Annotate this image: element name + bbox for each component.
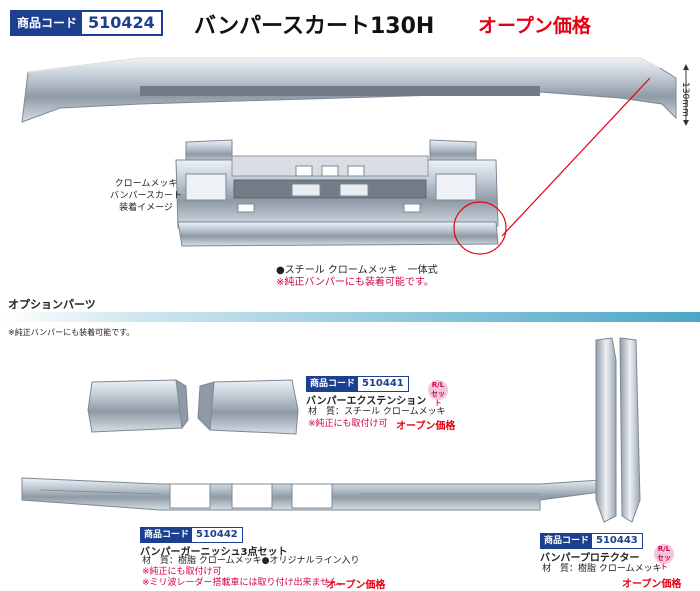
garnish-code-label: 商品コード — [141, 528, 193, 542]
bumper-garnish-image — [21, 477, 601, 511]
protector-code-number: 510443 — [592, 534, 642, 548]
product-price: オープン価格 — [478, 15, 591, 37]
protector-price: オープン価格 — [622, 579, 682, 590]
protector-material: 材 質：樹脂 クロームメッキ — [542, 564, 662, 574]
extension-price: オープン価格 — [396, 421, 456, 432]
dimension-label: 130mm — [680, 82, 690, 117]
caption-line-3: 装着イメージ — [119, 203, 173, 213]
install-image-caption: クロームメッキ バンパースカート 装着イメージ — [110, 178, 182, 214]
extension-code-label: 商品コード — [307, 377, 359, 391]
section-divider-bar — [0, 312, 700, 322]
truck-front-image — [175, 77, 651, 255]
garnish-code-number: 510442 — [192, 528, 242, 542]
main-spec: ●スチール クロームメッキ 一体式 — [276, 265, 438, 276]
garnish-note-2: ※ミリ波レーダー搭載車には取り付け出来ません。 — [142, 578, 348, 588]
bumper-extension-image — [87, 379, 299, 435]
product-code-number: 510424 — [82, 12, 161, 34]
product-code-label: 商品コード — [12, 12, 83, 34]
extension-material: 材 質：スチール クロームメッキ — [308, 407, 446, 417]
product-title: バンパースカート130H — [194, 14, 435, 39]
garnish-price: オープン価格 — [326, 580, 386, 591]
protector-set-text: セット — [657, 554, 671, 571]
extension-rl-text: R/L — [431, 381, 445, 389]
garnish-note-1: ※純正にも取付け可 — [142, 567, 222, 577]
extension-name: バンパーエクステンション — [306, 396, 427, 407]
protector-code-label: 商品コード — [541, 534, 593, 548]
extension-code-number: 510441 — [358, 377, 408, 391]
extension-code-badge: 商品コード 510441 — [306, 376, 409, 392]
protector-code-badge: 商品コード 510443 — [540, 533, 643, 549]
extension-note: ※純正にも取付け可 — [308, 419, 388, 429]
caption-line-1: クロームメッキ — [114, 179, 178, 189]
options-note: ※純正バンパーにも装着可能です。 — [8, 328, 135, 337]
caption-line-2: バンパースカート — [110, 191, 183, 201]
protector-rl-text: R/L — [657, 545, 671, 553]
dimension-marker — [683, 64, 689, 126]
protector-rl-set-badge: R/L セット — [654, 544, 674, 571]
product-code-badge: 商品コード 510424 — [10, 10, 163, 36]
protector-name: バンパープロテクター — [540, 553, 640, 564]
garnish-material: 材 質：樹脂 クロームメッキ●オリジナルライン入り — [142, 556, 360, 566]
options-heading: オプションパーツ — [8, 298, 96, 311]
bumper-protector-image — [595, 337, 641, 523]
extension-rl-set-badge: R/L セット — [428, 380, 448, 407]
extension-set-text: セット — [431, 390, 445, 407]
bumper-skirt-image — [21, 57, 677, 123]
main-note: ※純正バンパーにも装着可能です。 — [276, 277, 434, 288]
garnish-name: バンパーガーニッシュ3点セット — [140, 547, 288, 558]
garnish-code-badge: 商品コード 510442 — [140, 527, 243, 543]
